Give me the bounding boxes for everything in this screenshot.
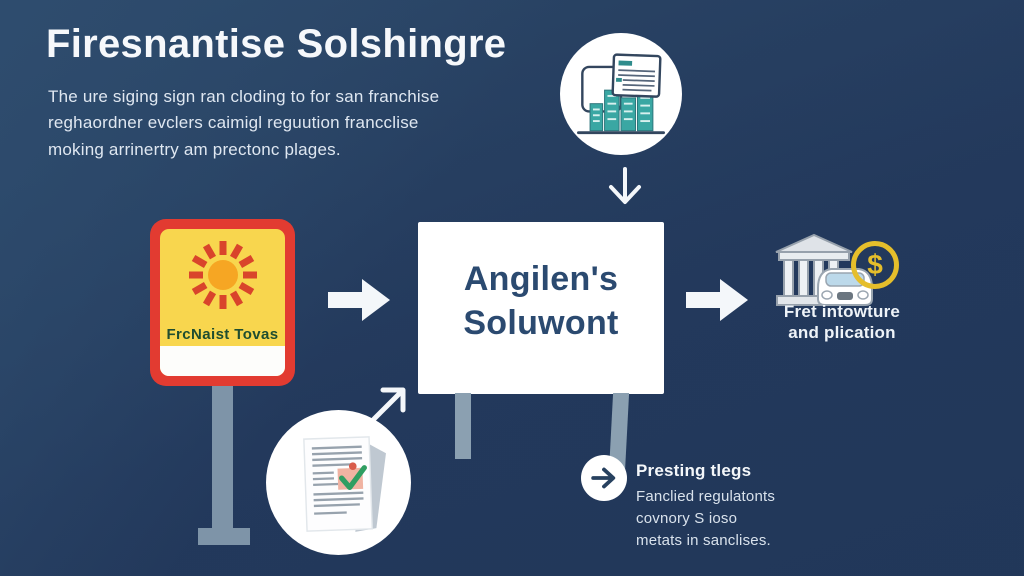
billboard: Angilen's Soluwont	[418, 222, 664, 394]
intro-line: The ure siging sign ran cloding to for s…	[48, 87, 440, 106]
callout-line: metats in sanclises.	[636, 531, 771, 549]
callout-body: Fanclied regulatonts covnory S ioso meta…	[636, 486, 775, 551]
billboard-line: Angilen's	[463, 260, 619, 298]
documents-buildings-icon	[577, 53, 665, 135]
finance-caption-line: Fret intowture	[783, 302, 901, 321]
finance-caption: Fret intowture and plication	[762, 302, 922, 343]
callout-line: Fanclied regulatonts	[636, 488, 776, 505]
sun-icon	[188, 241, 257, 309]
circle-arrow-right-icon	[581, 455, 627, 501]
sign-label: FrcNaist Tovas	[166, 326, 279, 343]
franchise-sign: FrcNaist Tovas	[150, 219, 295, 386]
arrow-up-right-icon	[371, 387, 406, 422]
billboard-line: Soluwont	[463, 303, 619, 342]
intro-line: reghaordner evclers caimigl reguution fr…	[48, 113, 419, 133]
page-title: Firesnantise Solshingre	[46, 22, 507, 66]
callout-line: covnory S ioso	[636, 509, 738, 527]
intro-paragraph: The ure siging sign ran cloding to for s…	[48, 84, 439, 163]
document-check-badge	[266, 410, 411, 555]
documents-buildings-badge	[560, 33, 682, 155]
arrow-right-glyph	[591, 467, 616, 489]
document-check-icon	[302, 435, 386, 532]
billboard-leg	[455, 393, 471, 459]
arrow-right-icon	[686, 279, 748, 321]
finance-caption-line: and plication	[788, 322, 896, 342]
sign-panel: FrcNaist Tovas	[160, 229, 285, 376]
arrow-down-icon	[609, 167, 641, 204]
intro-line: moking arrinertry am prectonc plages.	[48, 139, 341, 159]
callout-heading: Presting tlegs	[636, 461, 752, 480]
billboard-title: Angilen's Soluwont	[463, 258, 618, 345]
dollar-coin-icon: $	[851, 241, 899, 289]
sign-strip	[160, 346, 285, 376]
arrow-right-icon	[328, 279, 390, 321]
coin-symbol: $	[867, 249, 883, 280]
sign-pole	[212, 382, 233, 532]
sign-base	[198, 528, 250, 545]
